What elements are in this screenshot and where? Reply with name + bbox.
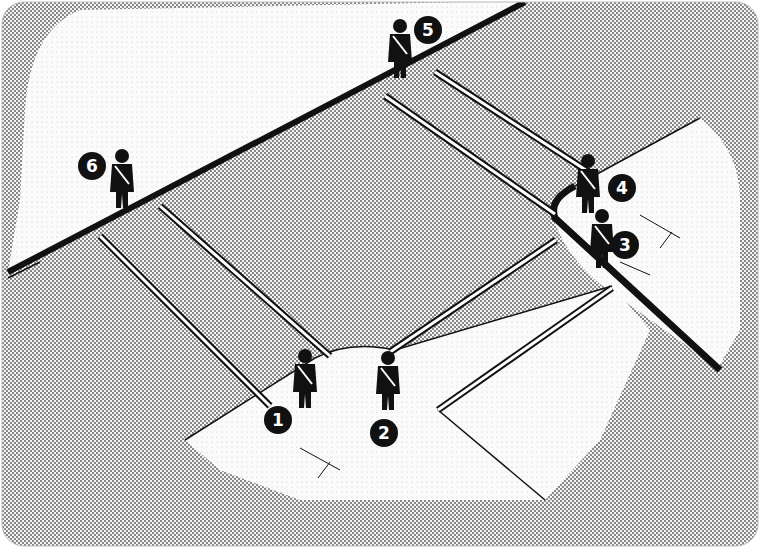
patrol-person xyxy=(590,209,614,268)
patrol-figures xyxy=(110,19,614,410)
patrol-person xyxy=(388,19,412,78)
callout-number: 6 xyxy=(78,152,106,180)
sidewalk-marks xyxy=(300,215,680,478)
patrol-person xyxy=(576,154,600,213)
crosswalk xyxy=(100,72,612,410)
callout-number: 2 xyxy=(370,419,398,447)
curb-edge xyxy=(438,410,545,500)
curb-edge xyxy=(185,286,612,440)
curb-edge xyxy=(8,262,40,278)
callout-number: 1 xyxy=(264,406,292,434)
crosswalk-gap xyxy=(100,72,612,410)
patrol-person xyxy=(110,149,134,208)
curb xyxy=(554,186,720,370)
callout-number: 4 xyxy=(608,174,636,202)
callout-number: 5 xyxy=(414,16,442,44)
patrol-person xyxy=(376,351,400,410)
callout-number: 3 xyxy=(611,231,639,259)
patrol-person xyxy=(293,349,317,408)
